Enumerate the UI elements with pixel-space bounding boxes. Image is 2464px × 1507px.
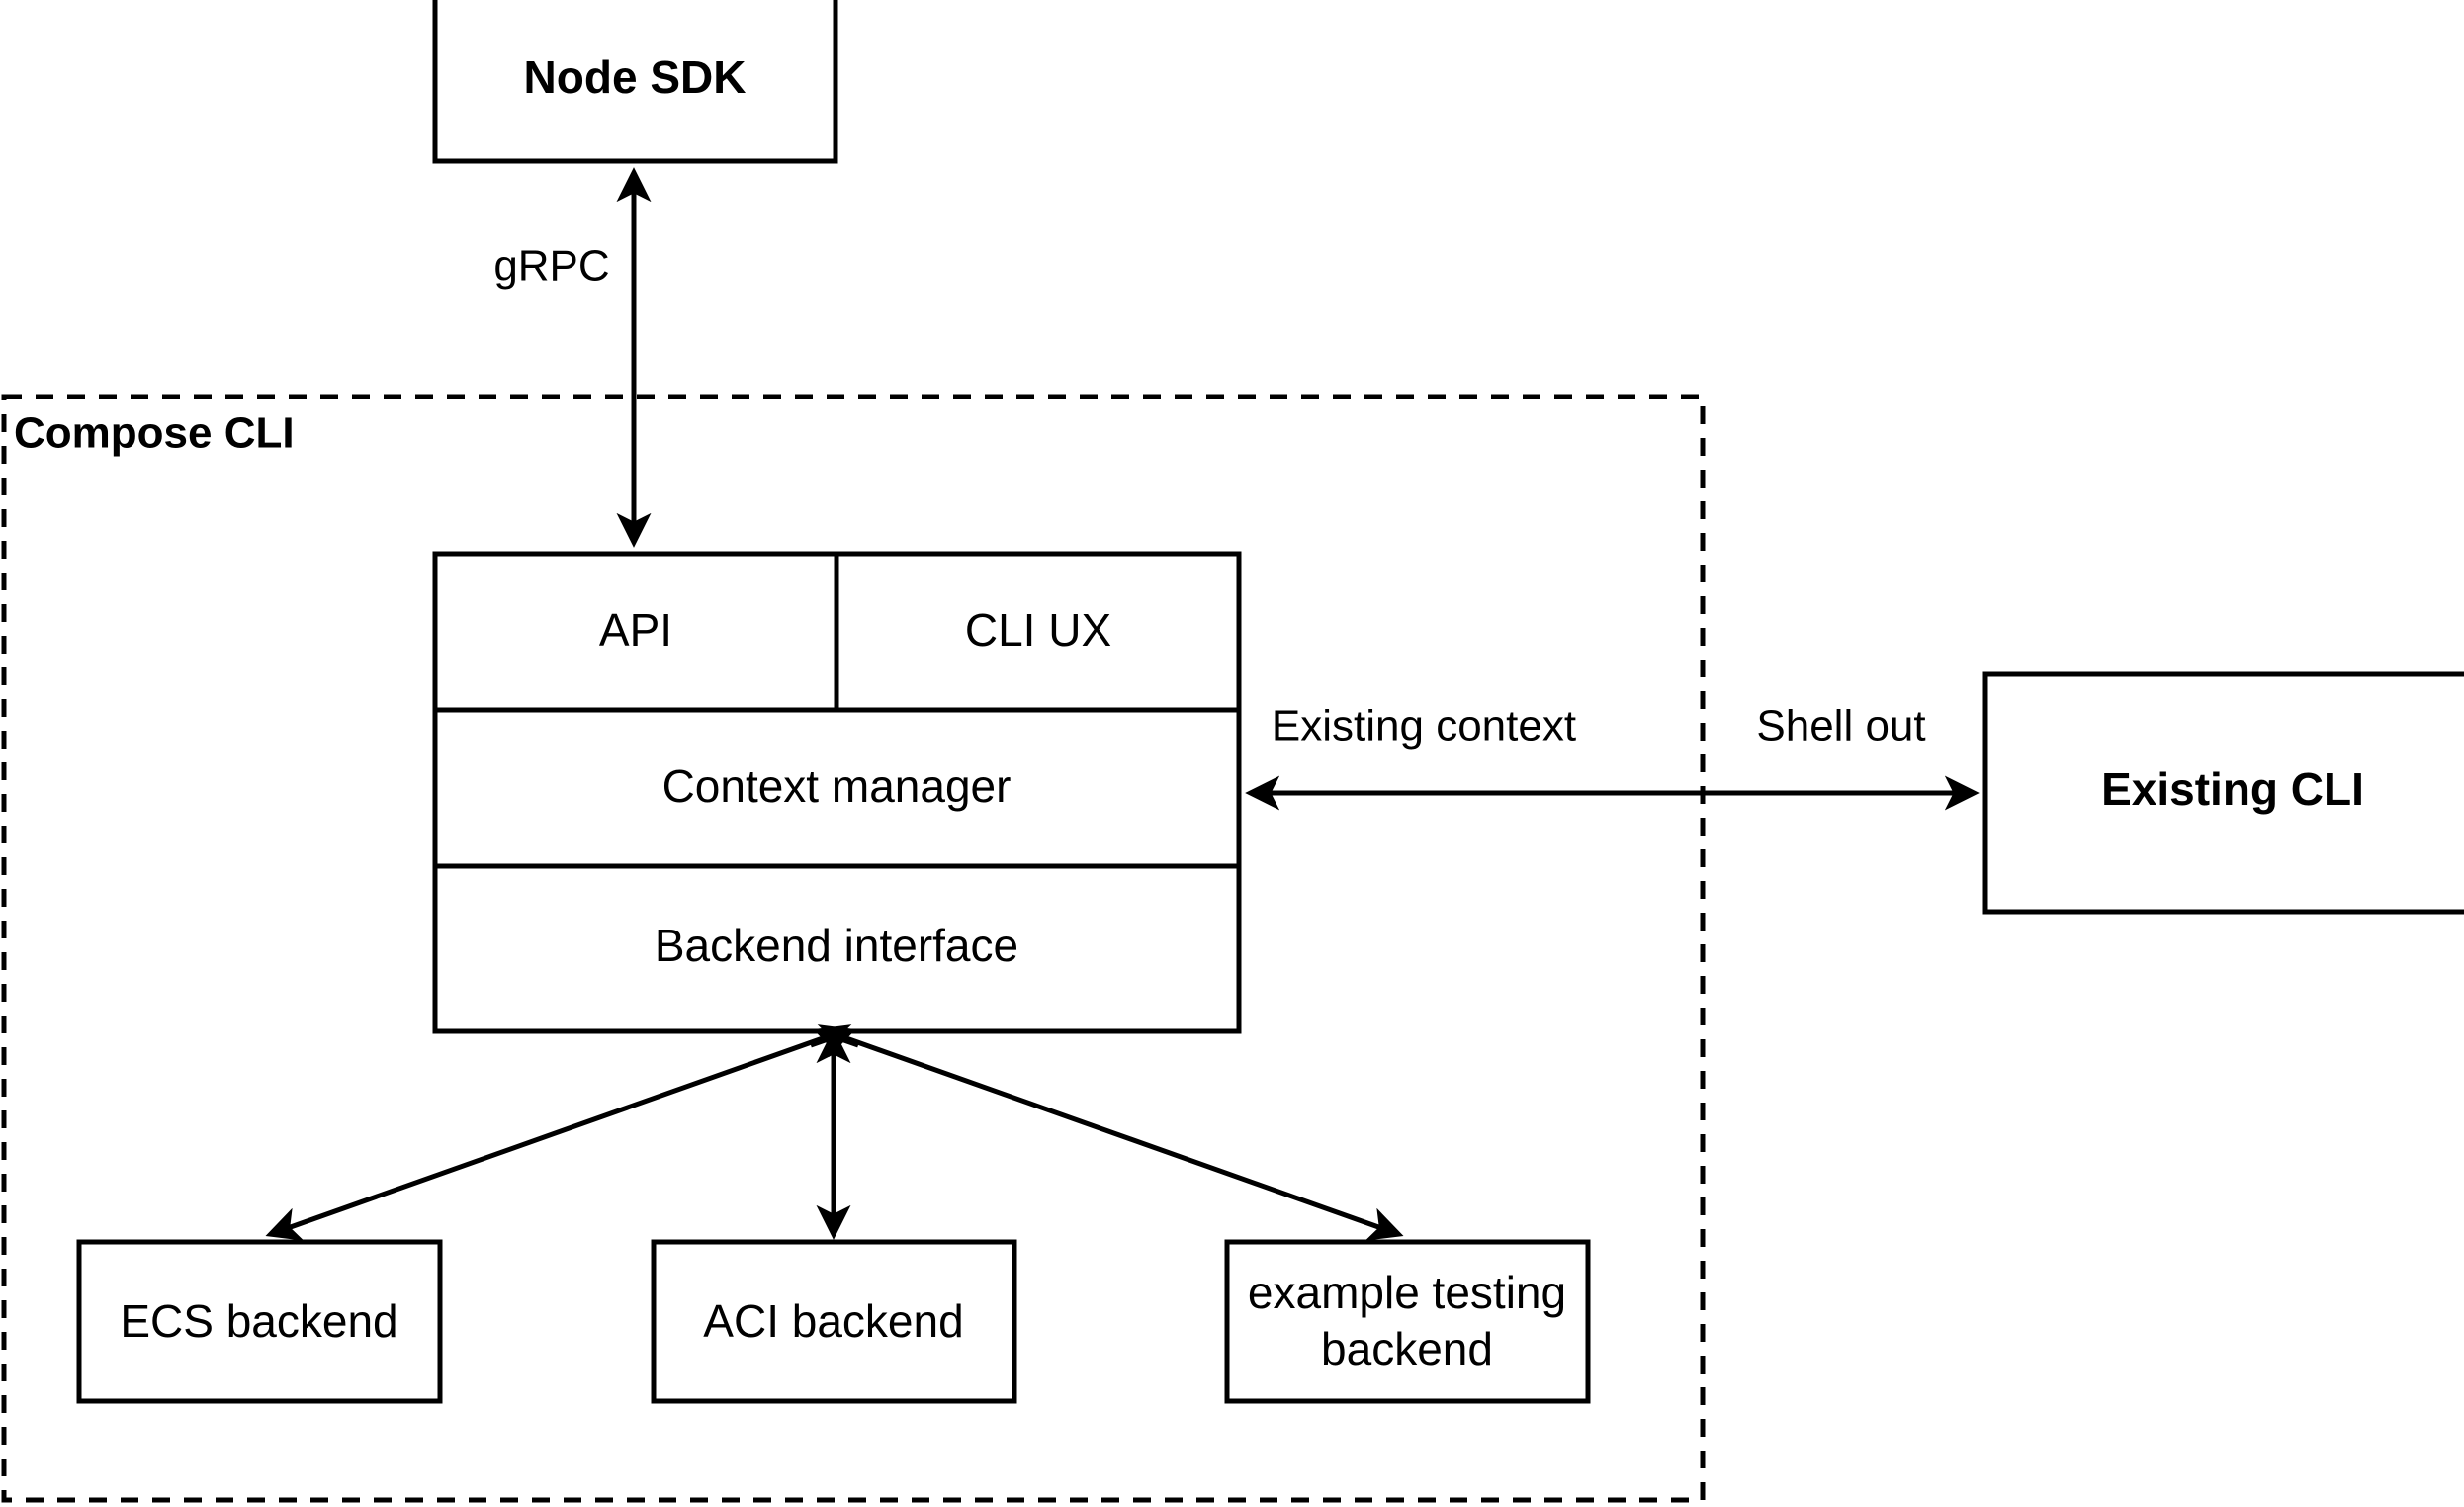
compose-cli-group: Compose CLI xyxy=(1,394,1706,1503)
aci-backend-label: ACI backend xyxy=(703,1295,963,1347)
cli-ux-label: CLI UX xyxy=(965,604,1111,656)
compose-cli-group-label: Compose CLI xyxy=(14,409,295,458)
api-label: API xyxy=(599,604,672,656)
existing-cli-connector: Existing context Shell out xyxy=(1245,702,1980,811)
aci-backend-rect xyxy=(651,1239,1017,1404)
compose-cli-group-border xyxy=(1,394,1706,1503)
context-manager-cell[interactable]: Context manager xyxy=(662,760,1012,812)
aci-backend-box[interactable]: ACI backend xyxy=(651,1239,1017,1404)
example-backend-arrow xyxy=(845,1035,1404,1241)
backend-interface-label: Backend interface xyxy=(655,920,1018,971)
ecs-backend-box[interactable]: ECS backend xyxy=(76,1239,443,1404)
example-testing-backend-rect xyxy=(1224,1239,1591,1404)
node-sdk-label: Node SDK xyxy=(524,51,747,103)
shell-out-edge-label: Shell out xyxy=(1756,702,1925,751)
ecs-backend-rect xyxy=(76,1239,443,1404)
grpc-edge-label: gRPC xyxy=(493,242,609,291)
context-manager-label: Context manager xyxy=(662,760,1012,812)
grpc-connector: gRPC xyxy=(493,167,652,548)
example-testing-backend-label-line1: example testing xyxy=(1248,1267,1566,1318)
compose-cli-stack: API CLI UX Context manager Backend inter… xyxy=(432,551,1242,1034)
existing-context-edge-label: Existing context xyxy=(1272,702,1576,751)
example-backend-return-arrow xyxy=(813,1024,859,1058)
api-cell[interactable]: API xyxy=(599,604,672,656)
ecs-backend-label: ECS backend xyxy=(120,1295,397,1347)
existing-cli-label: Existing CLI xyxy=(2101,763,2364,815)
backend-interface-cell[interactable]: Backend interface xyxy=(655,920,1018,971)
existing-cli-rect xyxy=(1982,671,2464,915)
node-sdk-box[interactable]: Node SDK xyxy=(432,0,838,164)
ecs-backend-arrow xyxy=(265,1035,824,1241)
backend-connectors xyxy=(265,1024,1404,1241)
example-testing-backend-box[interactable]: example testing backend xyxy=(1224,1239,1591,1404)
example-testing-backend-label-line2: backend xyxy=(1321,1323,1493,1374)
node-sdk-rect xyxy=(432,0,838,164)
existing-cli-box[interactable]: Existing CLI xyxy=(1982,671,2464,915)
cli-ux-cell[interactable]: CLI UX xyxy=(965,604,1111,656)
